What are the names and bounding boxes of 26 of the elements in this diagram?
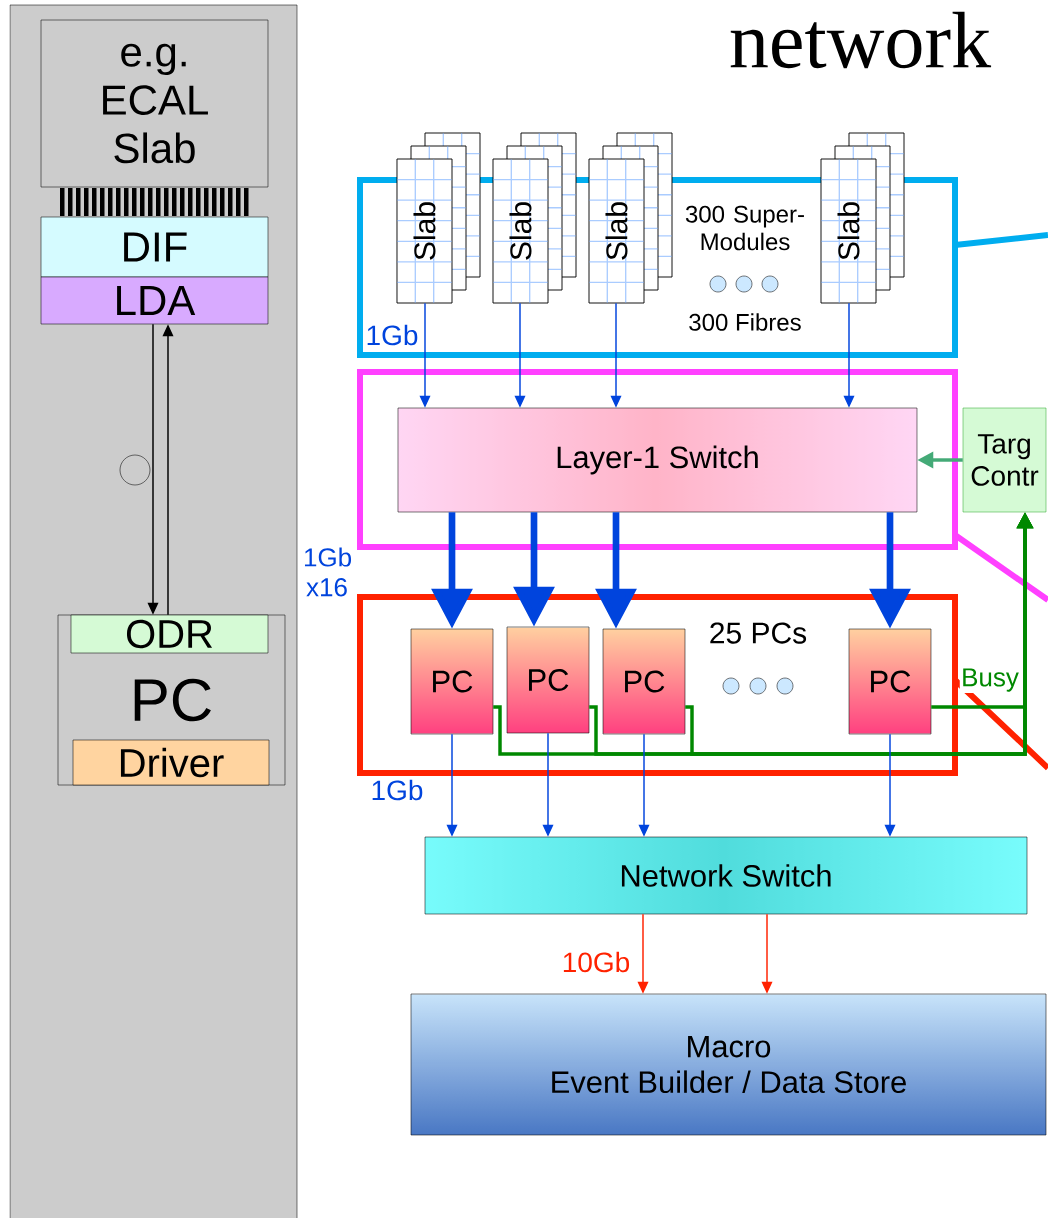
slab-stack: Slab bbox=[588, 158, 645, 304]
storage-box: Macro Event Builder / Data Store bbox=[410, 993, 1047, 1136]
edge-label: 1Gb bbox=[369, 778, 425, 802]
slab-box: e.g. ECAL Slab bbox=[40, 19, 269, 188]
slab-stack: Slab bbox=[396, 158, 453, 304]
interface-box: Driver bbox=[72, 739, 270, 786]
control-box: Targ Contr bbox=[962, 407, 1047, 513]
edge-label: 1Gb bbox=[364, 323, 420, 347]
title: network bbox=[730, 11, 992, 69]
slab-stack: Slab bbox=[820, 158, 877, 304]
interface-box: ODR bbox=[70, 614, 269, 654]
pc-box: PC bbox=[410, 628, 494, 735]
switch-box: Network Switch bbox=[424, 836, 1028, 915]
slab-stack: Slab bbox=[492, 158, 549, 304]
annotation-label: 300 Fibres bbox=[689, 313, 801, 331]
pc-box: PC bbox=[602, 628, 686, 735]
pc-box: PC bbox=[848, 628, 932, 735]
edge-label: 10Gb bbox=[560, 950, 632, 974]
annotation-label: 300 Super-Modules bbox=[685, 205, 804, 251]
interface-box: LDA bbox=[40, 276, 269, 325]
pc-box: PC bbox=[506, 626, 590, 734]
edge-label: 1Gb x16 bbox=[301, 546, 353, 598]
edge-label: Busy bbox=[959, 667, 1021, 693]
interface-box: DIF bbox=[40, 216, 269, 278]
annotation-label: 25 PCs bbox=[710, 622, 807, 644]
switch-box: Layer-1 Switch bbox=[397, 407, 918, 513]
